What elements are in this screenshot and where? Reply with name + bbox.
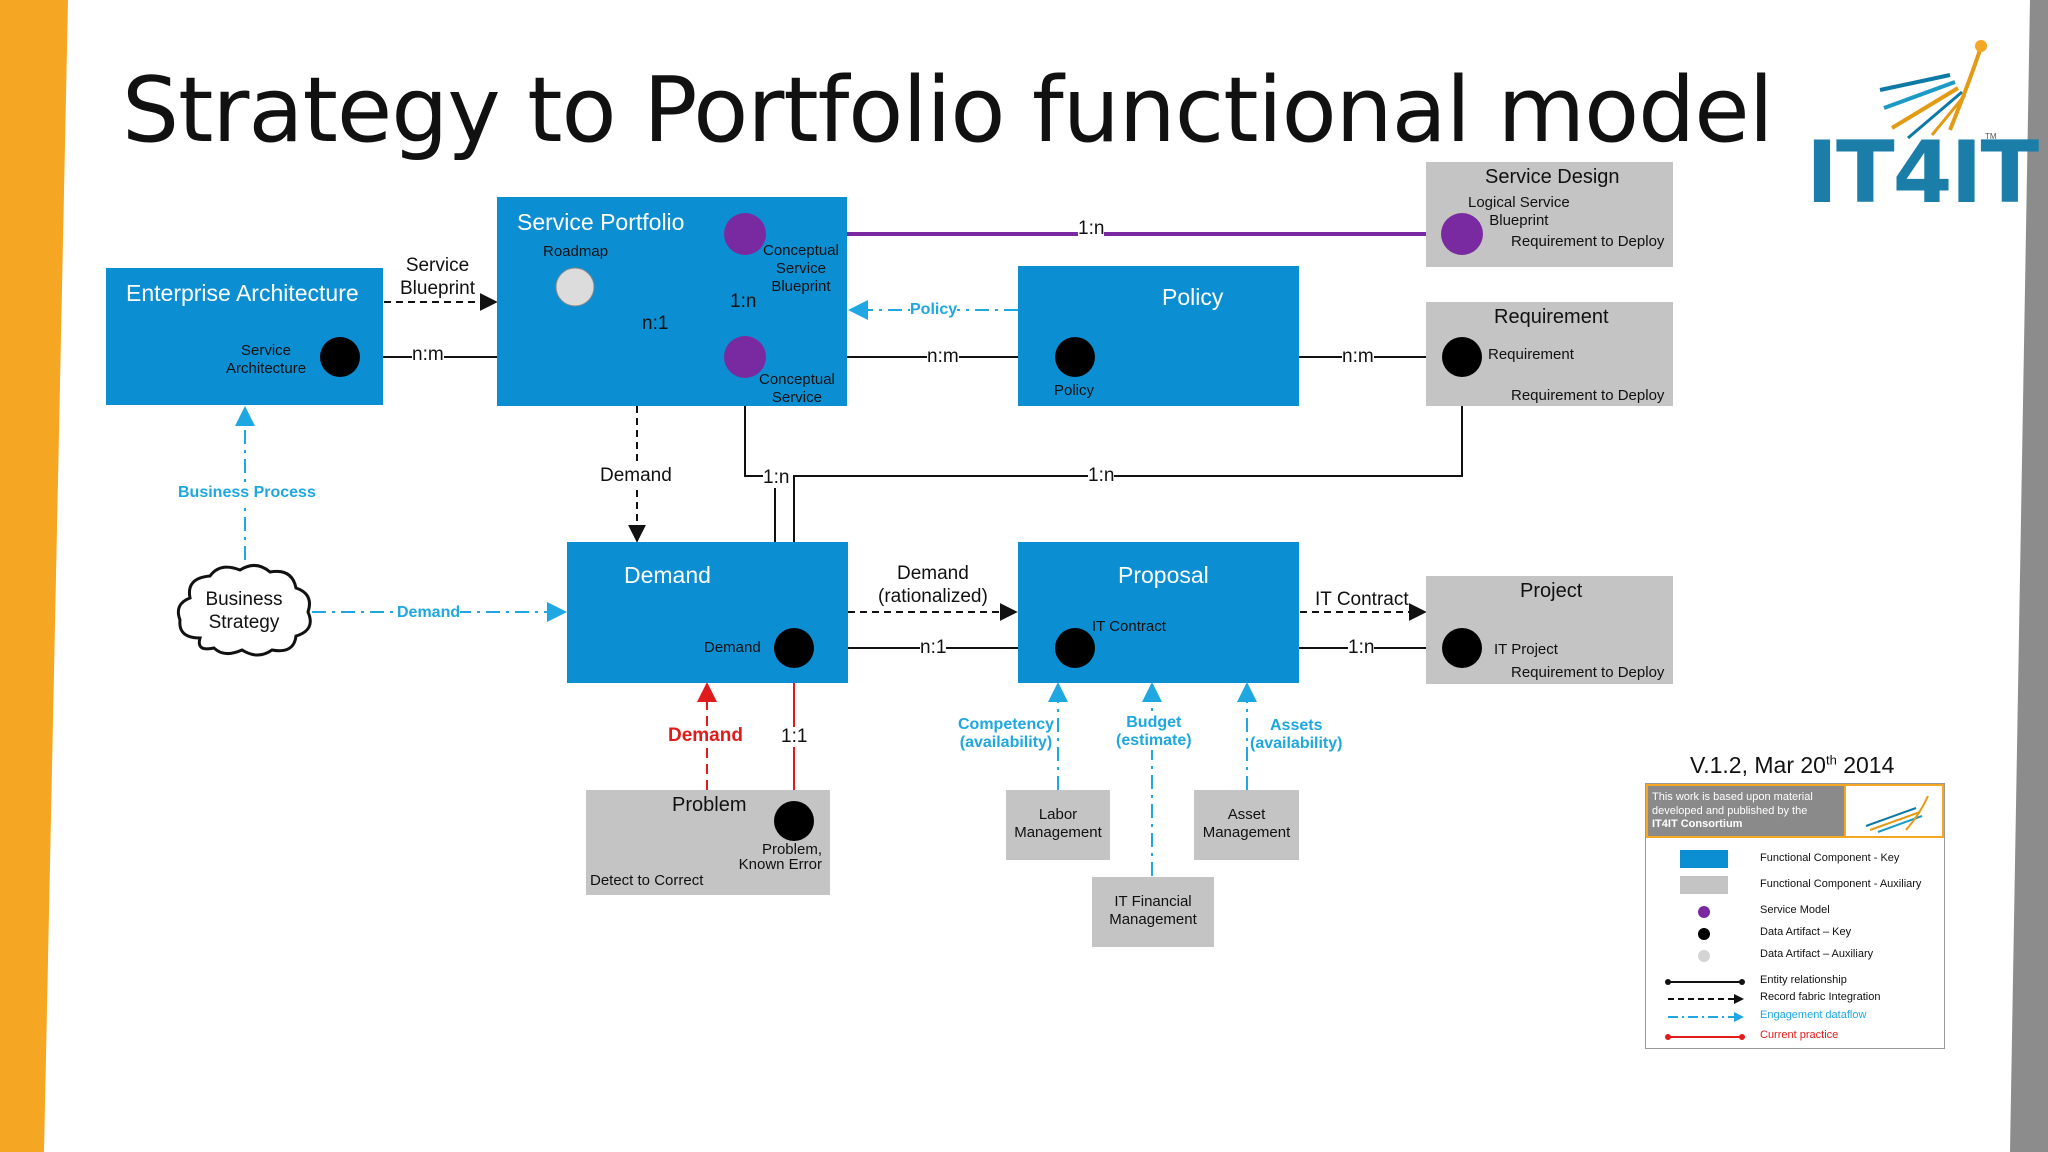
demand-dataflow-label: Demand — [397, 604, 461, 622]
assets-label: Assets (availability) — [1250, 717, 1343, 753]
conceptual-service-label: Conceptual Service — [759, 371, 835, 406]
policy-box[interactable]: Policy Policy — [1018, 266, 1299, 406]
legend-logo-thumb — [1844, 784, 1944, 838]
service-portfolio-title: Service Portfolio — [517, 209, 685, 235]
conceptual-service-blueprint-label: Conceptual Service Blueprint — [763, 242, 839, 295]
demand-title: Demand — [624, 562, 711, 588]
version-sup: th — [1825, 752, 1837, 768]
left-orange-band — [0, 0, 68, 1152]
demand-artifact-dot — [774, 628, 814, 668]
service-architecture-dot — [320, 337, 360, 377]
service-architecture-label: Service Architecture — [226, 342, 306, 378]
it-project-artifact-label: IT Project — [1494, 641, 1558, 658]
service-architecture-text: Service Architecture — [226, 342, 307, 377]
asset-management-box[interactable]: Asset Management — [1194, 790, 1299, 860]
version-text: V.1.2, Mar 20 — [1690, 752, 1826, 778]
demand-rationalized-label: Demand (rationalized) — [878, 563, 988, 607]
legend-swatches — [1665, 850, 1745, 1040]
logo-tm: TM — [1985, 132, 1997, 141]
right-grey-band — [2010, 0, 2048, 1152]
requirement-demand-cardinality: 1:n — [1088, 465, 1115, 486]
it-project-artifact-dot — [1442, 628, 1482, 668]
labor-management-box[interactable]: Labor Management — [1006, 790, 1110, 860]
version-label: V.1.2, Mar 20th 2014 — [1690, 752, 1894, 779]
demand-artifact-label: Demand — [704, 639, 761, 656]
it-contract-artifact-dot — [1055, 628, 1095, 668]
problem-known-error-label: Problem, Known Error — [738, 841, 822, 873]
roadmap-cardinality: n:1 — [642, 313, 669, 334]
legend-attribution-text: This work is based upon material develop… — [1652, 791, 1813, 817]
version-year: 2014 — [1836, 752, 1895, 778]
policy-title: Policy — [1162, 284, 1224, 310]
policy-artifact-dot — [1055, 337, 1095, 377]
it-financial-management-title: IT Financial Management — [1109, 893, 1197, 928]
conceptual-service-dot — [724, 336, 766, 378]
requirement-artifact-dot — [1442, 337, 1482, 377]
requirement-box[interactable]: Requirement Requirement Requirement to D… — [1426, 302, 1673, 406]
it-contract-edge-label: IT Contract — [1315, 589, 1409, 610]
legend-logo-swoosh-icon — [1865, 795, 1929, 833]
business-strategy-label: Business Strategy — [205, 589, 283, 633]
requirement-stream: Requirement to Deploy — [1511, 387, 1665, 404]
enterprise-architecture-box[interactable]: Enterprise Architecture Service Architec… — [106, 268, 383, 405]
business-process-label: Business Process — [178, 484, 316, 502]
roadmap-dot — [555, 267, 595, 307]
legend-record-fabric: Record fabric Integration — [1760, 991, 1881, 1003]
service-blueprint-edge-label: Service Blueprint — [400, 255, 475, 299]
ea-sp-cardinality: n:m — [412, 344, 444, 365]
it4it-logo: IT4IT TM — [1800, 20, 2039, 220]
project-title: Project — [1520, 580, 1583, 602]
it-contract-artifact-label: IT Contract — [1092, 618, 1166, 635]
requirement-title: Requirement — [1494, 306, 1609, 328]
csb-cardinality: 1:n — [730, 291, 757, 312]
logo-text: IT4IT — [1806, 123, 2039, 223]
logical-service-blueprint-label: Logical Service Blueprint — [1468, 194, 1570, 229]
logo-swoosh-icon — [1879, 40, 1987, 140]
policy-requirement-cardinality: n:m — [1342, 346, 1374, 367]
proposal-project-cardinality: 1:n — [1348, 637, 1375, 658]
legend-attribution-bold: IT4IT Consortium — [1652, 818, 1743, 830]
problem-artifact-dot — [774, 801, 814, 841]
legend-data-artifact-key: Data Artifact – Key — [1760, 926, 1852, 938]
roadmap-label: Roadmap — [543, 243, 609, 260]
legend-current-practice: Current practice — [1760, 1029, 1839, 1041]
problem-demand-current-practice-label: Demand — [668, 725, 743, 746]
page-title: Strategy to Portfolio functional model — [122, 58, 1774, 163]
proposal-title: Proposal — [1118, 562, 1209, 588]
service-portfolio-box[interactable]: Service Portfolio Roadmap Conceptual Ser… — [497, 197, 847, 406]
policy-artifact-label: Policy — [1054, 382, 1095, 399]
competency-label: Competency (availability) — [958, 716, 1055, 752]
requirement-artifact-label: Requirement — [1488, 346, 1574, 363]
asset-management-title: Asset Management — [1202, 806, 1291, 841]
logical-blueprint-cardinality: 1:n — [1078, 218, 1105, 239]
legend-entity-relationship: Entity relationship — [1760, 974, 1847, 986]
policy-dataflow-label: Policy — [910, 301, 958, 319]
legend-engagement-dataflow: Engagement dataflow — [1760, 1009, 1867, 1021]
sp-policy-cardinality: n:m — [927, 346, 959, 367]
demand-proposal-cardinality: n:1 — [920, 637, 947, 658]
business-strategy-cloud-icon[interactable] — [172, 560, 318, 660]
legend-panel: This work is based upon material develop… — [1645, 783, 1945, 1049]
legend-aux-component: Functional Component - Auxiliary — [1760, 878, 1922, 890]
budget-label: Budget (estimate) — [1116, 714, 1192, 750]
service-design-stream: Requirement to Deploy — [1511, 233, 1665, 250]
project-stream: Requirement to Deploy — [1511, 664, 1665, 681]
logical-service-blueprint-dot — [1441, 213, 1483, 255]
labor-management-title: Labor Management — [1014, 806, 1102, 841]
legend-attribution: This work is based upon material develop… — [1646, 784, 1846, 838]
problem-stream: Detect to Correct — [590, 872, 704, 889]
problem-title: Problem — [672, 794, 747, 816]
legend-data-artifact-aux: Data Artifact – Auxiliary — [1760, 948, 1874, 960]
service-design-title: Service Design — [1485, 166, 1620, 188]
conceptual-service-blueprint-dot — [724, 213, 766, 255]
legend-key-component: Functional Component - Key — [1760, 852, 1900, 864]
enterprise-architecture-title: Enterprise Architecture — [126, 280, 359, 306]
legend-service-model: Service Model — [1760, 904, 1830, 916]
problem-demand-cardinality: 1:1 — [781, 726, 808, 747]
demand-flow-label: Demand — [600, 465, 672, 486]
it-financial-management-box[interactable]: IT Financial Management — [1092, 877, 1214, 947]
conceptual-service-demand-cardinality: 1:n — [763, 467, 790, 488]
